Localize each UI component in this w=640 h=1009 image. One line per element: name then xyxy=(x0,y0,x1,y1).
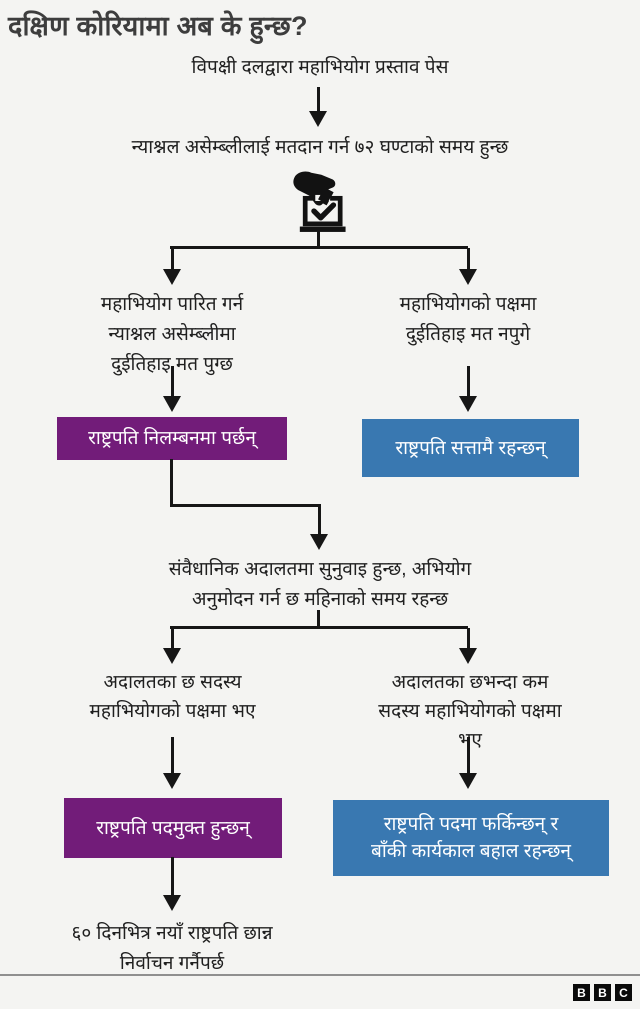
step-line: निर्वाचन गर्नैपर्छ xyxy=(119,953,225,974)
condition-line: अदालतका छभन्दा कम xyxy=(391,672,549,693)
result-lines: राष्ट्रपति पदमा फर्किन्छन् र बाँकी कार्य… xyxy=(371,811,571,865)
result-box-president-removed: राष्ट्रपति पदमुक्त हुन्छन् xyxy=(64,798,282,858)
condition-line: सदस्य महाभियोगको पक्षमा xyxy=(378,701,562,722)
branch1-left-condition: महाभियोग पारित गर्न न्याश्नल असेम्ब्लीमा… xyxy=(42,290,302,380)
bbc-logo-block: B xyxy=(594,984,611,1001)
bbc-logo: B B C xyxy=(573,984,632,1001)
elbow-vertical-line xyxy=(170,459,173,507)
result-line: राष्ट्रपति पदमा फर्किन्छन् र xyxy=(383,814,559,835)
branch1-crossbar-line xyxy=(170,246,468,249)
condition-line: दुईतिहाइ मत नपुगे xyxy=(405,324,531,345)
branch1-right-condition: महाभियोगको पक्षमा दुईतिहाइ मत नपुगे xyxy=(345,290,591,350)
arrow-down-icon xyxy=(459,628,477,664)
arrow-down-icon xyxy=(309,87,327,127)
condition-line: न्याश्नल असेम्ब्लीमा xyxy=(108,324,236,345)
result-box-president-suspended: राष्ट्रपति निलम्बनमा पर्छन् xyxy=(57,417,287,460)
step-constitutional-court: संवैधानिक अदालतमा सुनुवाइ हुन्छ, अभियोग … xyxy=(0,555,640,615)
arrow-down-icon xyxy=(163,857,181,911)
branch2-left-condition: अदालतका छ सदस्य महाभियोगको पक्षमा भए xyxy=(50,668,295,726)
step-new-election: ६० दिनभित्र नयाँ राष्ट्रपति छान्न निर्वा… xyxy=(22,919,322,979)
arrow-down-icon xyxy=(163,248,181,285)
condition-line: अदालतका छ सदस्य xyxy=(103,672,242,693)
step-assembly-vote: न्याश्नल असेम्ब्लीलाई मतदान गर्न ७२ घण्ट… xyxy=(131,137,509,158)
branch2-right-condition: अदालतका छभन्दा कम सदस्य महाभियोगको पक्षम… xyxy=(340,668,600,755)
arrow-down-icon xyxy=(459,737,477,789)
condition-line: भए xyxy=(458,730,482,751)
ballot-box-hand-icon xyxy=(283,166,357,238)
bbc-logo-block: B xyxy=(573,984,590,1001)
step-line: संवैधानिक अदालतमा सुनुवाइ हुन्छ, अभियोग xyxy=(168,559,472,580)
footer-divider xyxy=(0,974,640,976)
branch2-stub-line xyxy=(317,610,320,628)
arrow-down-icon xyxy=(459,366,477,412)
condition-line: महाभियोग पारित गर्न xyxy=(100,294,244,315)
condition-line: दुईतिहाइ मत पुग्छ xyxy=(111,354,233,375)
result-box-president-stays: राष्ट्रपति सत्तामै रहन्छन् xyxy=(362,419,579,477)
step-motion-filed: विपक्षी दलद्वारा महाभियोग प्रस्ताव पेस xyxy=(191,57,449,78)
condition-line: महाभियोगको पक्षमा भए xyxy=(89,701,256,722)
branch2-crossbar-line xyxy=(170,626,468,629)
result-line: बाँकी कार्यकाल बहाल रहन्छन् xyxy=(371,841,571,862)
arrow-down-icon xyxy=(163,737,181,789)
condition-line: महाभियोगको पक्षमा xyxy=(399,294,537,315)
elbow-horizontal-line xyxy=(170,504,321,507)
arrow-down-icon xyxy=(163,366,181,412)
arrow-down-icon xyxy=(310,506,328,550)
infographic-title: दक्षिण कोरियामा अब के हुन्छ? xyxy=(8,11,308,41)
arrow-down-icon xyxy=(163,628,181,664)
branch1-stub-line xyxy=(317,230,320,248)
result-box-president-reinstated: राष्ट्रपति पदमा फर्किन्छन् र बाँकी कार्य… xyxy=(333,800,609,876)
step-line: ६० दिनभित्र नयाँ राष्ट्रपति छान्न xyxy=(71,923,273,944)
step-line: अनुमोदन गर्न छ महिनाको समय रहन्छ xyxy=(191,589,449,610)
arrow-down-icon xyxy=(459,248,477,285)
bbc-logo-block: C xyxy=(615,984,632,1001)
